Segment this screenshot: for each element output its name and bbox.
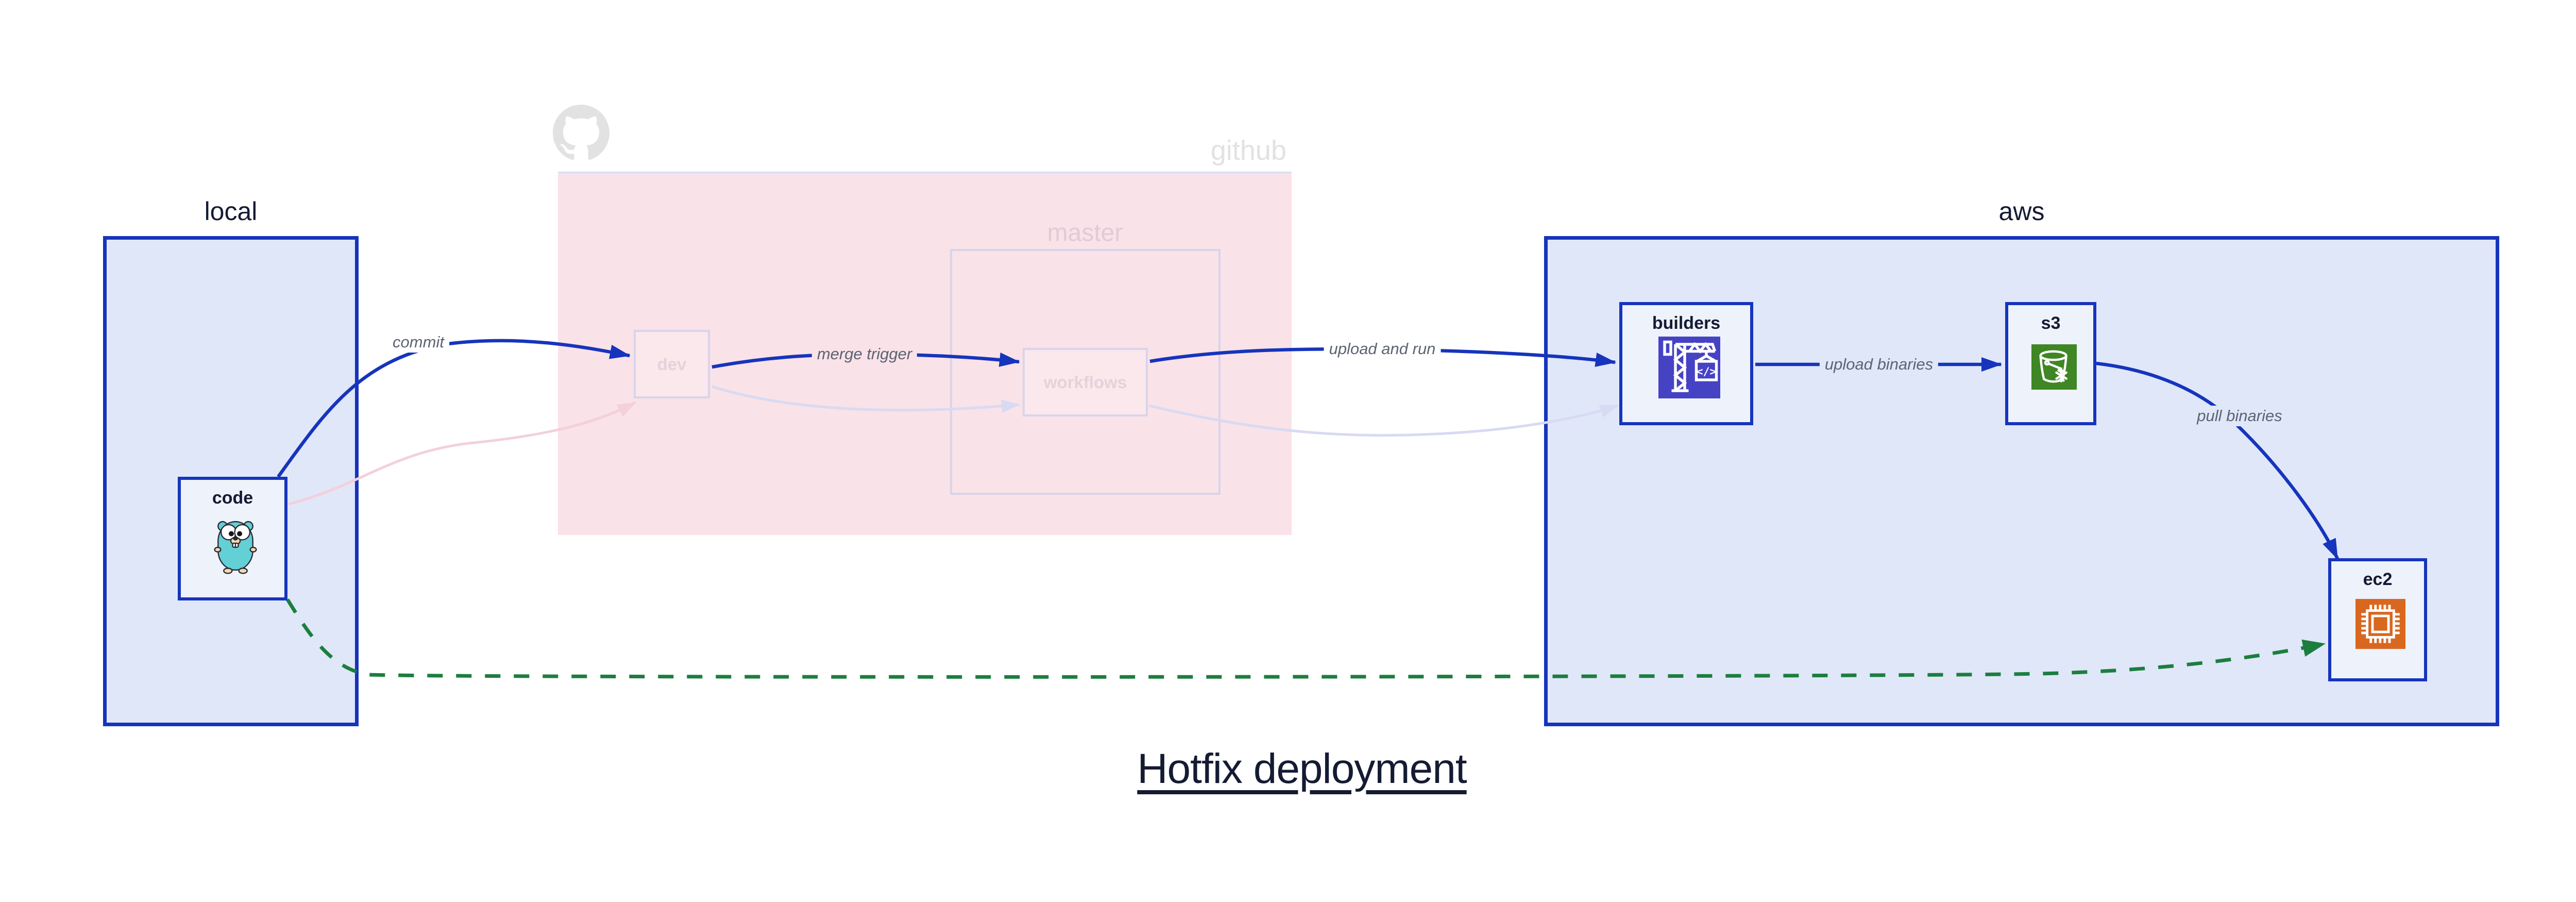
edge-label-upload-and-run: upload and run — [1324, 339, 1441, 359]
edge-commit — [277, 339, 631, 478]
local-group-label: local — [204, 197, 258, 226]
node-ec2: ec2 — [2328, 558, 2427, 681]
edge-hotfix-dashed — [286, 598, 2326, 679]
node-code: code — [178, 477, 287, 600]
edge-label-pull-binaries: pull binaries — [2192, 406, 2287, 426]
node-s3-label: s3 — [2041, 313, 2061, 333]
master-branch-label: master — [1047, 219, 1123, 247]
edge-pull-binaries — [2096, 361, 2339, 560]
edge-faded-workflows-builders — [1148, 404, 1619, 437]
codebuild-crane-icon: </> — [1658, 337, 1720, 398]
node-workflows: workflows — [1023, 348, 1148, 416]
node-s3: s3 — [2005, 302, 2096, 425]
node-ec2-label: ec2 — [2363, 570, 2393, 589]
edge-faded-code-dev — [288, 401, 636, 506]
edge-label-commit: commit — [387, 332, 449, 353]
go-gopher-icon — [213, 517, 258, 575]
node-code-label: code — [212, 488, 253, 508]
node-workflows-label: workflows — [1043, 372, 1127, 392]
github-octocat-icon — [553, 105, 609, 161]
edge-label-upload-binaries: upload binaries — [1819, 354, 1939, 375]
edge-label-merge-trigger: merge trigger — [811, 344, 918, 364]
s3-bucket-snowflake-icon — [2031, 344, 2077, 390]
node-builders-label: builders — [1652, 313, 1721, 333]
diagram-title: Hotfix deployment — [1137, 745, 1467, 792]
node-builders: builders </> — [1619, 302, 1753, 425]
github-group-label: github — [1210, 135, 1286, 166]
node-dev-label: dev — [657, 354, 687, 374]
node-dev: dev — [634, 330, 710, 398]
crane-code-glyph: </> — [1697, 365, 1717, 378]
aws-group-label: aws — [1998, 197, 2045, 226]
edge-faded-dev-workflows — [711, 385, 1020, 413]
master-branch-box — [950, 249, 1221, 495]
ec2-chip-icon — [2355, 599, 2405, 649]
